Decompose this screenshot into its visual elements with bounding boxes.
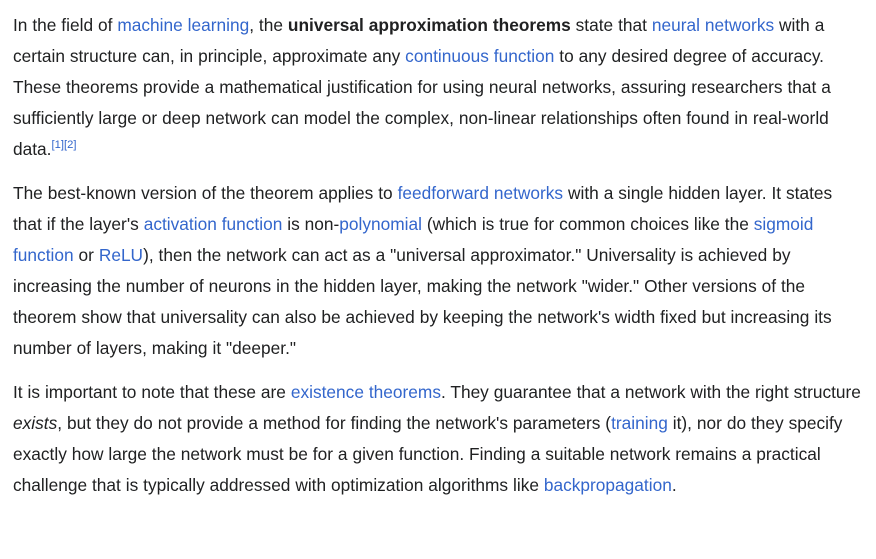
paragraph-text: In the field of [13,15,118,35]
paragraph-text: is non- [282,214,340,234]
citation-group: [1][2] [52,139,77,151]
paragraph-text: It is important to note that these are [13,382,291,402]
link-existence-theorems[interactable]: existence theorems [290,382,441,402]
paragraph-text: The best-known version of the theorem ap… [13,183,398,203]
paragraph-text: or [73,245,99,265]
paragraph-text: with a certain structure can, in princip… [13,15,825,66]
link-feedforward-networks[interactable]: feedforward networks [397,183,564,203]
link-sigmoid-function[interactable]: sigmoid function [13,214,814,265]
paragraph-text: to any desired degree of accuracy. These… [13,46,831,159]
paragraph-text: it), nor do they specify exactly how lar… [13,413,843,495]
paragraph-text: (which is true for common choices like t… [422,214,754,234]
emphasis-exists: exists [13,413,58,433]
link-continuous-function[interactable]: continuous function [405,46,555,66]
paragraph-text: , the [249,15,288,35]
link-machine-learning[interactable]: machine learning [117,15,250,35]
paragraph-text: , but they do not provide a method for f… [57,413,612,433]
citation-1[interactable]: [1] [51,139,64,152]
link-neural-networks[interactable]: neural networks [651,15,775,35]
paragraph-text: ), then the network can act as a "univer… [13,245,832,358]
paragraph-text: with a single hidden layer. It states th… [13,183,833,234]
article-body: In the field of machine learning, the un… [13,10,865,501]
paragraph-text: . They guarantee that a network with the… [440,382,861,402]
term-universal-approximation-theorems: universal approximation theorems [287,15,571,35]
link-backpropagation[interactable]: backpropagation [543,475,672,495]
paragraph-3: It is important to note that these are e… [13,377,865,501]
paragraph-2: The best-known version of the theorem ap… [13,178,865,364]
paragraph-text: . [671,475,677,495]
paragraph-1: In the field of machine learning, the un… [13,10,865,165]
link-polynomial[interactable]: polynomial [339,214,422,234]
link-relu[interactable]: ReLU [98,245,144,265]
link-training[interactable]: training [611,413,668,433]
link-activation-function[interactable]: activation function [143,214,283,234]
paragraph-text: state that [570,15,652,35]
citation-2[interactable]: [2] [63,139,77,152]
